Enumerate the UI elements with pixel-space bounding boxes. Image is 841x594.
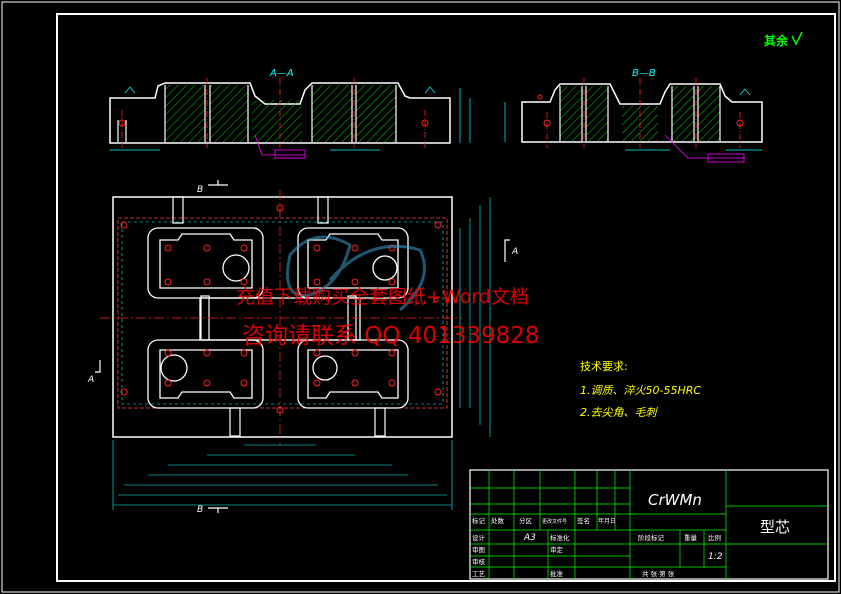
section-a-a: A—A <box>109 68 471 159</box>
label-review: 审定 <box>550 545 564 554</box>
watermark: 充值下载购买全套图纸+Word文档 咨询请联系 QQ 401339828 <box>236 286 540 349</box>
core-plate-outline <box>112 196 453 438</box>
inner-frame <box>56 13 836 582</box>
hole-markers <box>120 204 442 414</box>
label-drawing-check: 审图 <box>472 545 485 554</box>
section-b-b: B—B <box>504 68 763 163</box>
label-mark: 标记 <box>472 516 486 525</box>
label-standard: 标准化 <box>550 533 570 542</box>
label-sheet: 共 张 第 张 <box>642 569 675 578</box>
cut-a-left: A <box>87 375 94 385</box>
section-aa-label: A—A <box>269 68 294 79</box>
watermark-line-1: 充值下载购买全套图纸+Word文档 <box>236 286 529 308</box>
sheet-size-text: A3 <box>523 533 536 543</box>
tech-title: 技术要求: <box>580 360 628 373</box>
title-block: CrWMn 型芯 1:2 A3 标记 处数 分区 更改文件号 签名 年月日 设计… <box>469 469 829 580</box>
core-plate-hidden-line <box>121 221 444 405</box>
label-approve: 批准 <box>550 569 564 578</box>
cut-b-top: B <box>197 185 203 195</box>
dimension-lines <box>112 197 491 510</box>
section-aa-hatch-2 <box>210 85 248 142</box>
label-zone: 分区 <box>519 516 533 525</box>
plan-view: B B A A <box>87 180 518 515</box>
section-bb-hatch-4 <box>698 86 720 141</box>
scale-text: 1:2 <box>708 552 723 562</box>
section-aa-hatch-5 <box>356 85 396 142</box>
label-stage-mark: 阶段标记 <box>638 533 665 542</box>
watermark-line-2: 咨询请联系 QQ 401339828 <box>242 323 540 349</box>
material-text: CrWMn <box>648 491 702 509</box>
cut-a-right: A <box>511 247 518 257</box>
label-count: 处数 <box>491 516 505 525</box>
section-bb-hatch-3 <box>672 86 694 141</box>
label-date: 年月日 <box>598 517 616 525</box>
section-bb-hatch-1 <box>560 86 582 141</box>
core-plate-inner-line <box>117 217 448 409</box>
label-ratio: 比例 <box>708 533 721 542</box>
section-bb-outline <box>521 83 763 143</box>
section-aa-hatch-4 <box>312 85 352 142</box>
label-doc-no: 更改文件号 <box>542 518 567 525</box>
label-design: 设计 <box>472 533 486 542</box>
background-logo-icon <box>286 235 426 312</box>
part-name-text: 型芯 <box>760 518 790 536</box>
tech-item-2: 2.去尖角、毛刺 <box>580 406 658 419</box>
section-bb-label: B—B <box>632 68 656 79</box>
cut-b-bottom: B <box>197 505 203 515</box>
section-aa-hatch-1 <box>165 85 205 142</box>
label-weight: 重量 <box>684 534 698 542</box>
label-craft: 工艺 <box>472 570 486 578</box>
label-process-check: 审核 <box>472 557 486 566</box>
technical-requirements: 技术要求: 1.调质、淬火50-55HRC 2.去尖角、毛刺 <box>580 360 701 419</box>
section-aa-outline <box>109 82 451 144</box>
surface-finish-note: 其余 <box>764 31 803 48</box>
section-aa-hatch-3 <box>252 100 302 142</box>
finish-note-text: 其余 <box>764 33 789 48</box>
section-bb-hatch-2 <box>586 86 608 141</box>
label-sign: 签名 <box>577 516 590 525</box>
roughness-symbol-icon <box>791 31 803 46</box>
tech-item-1: 1.调质、淬火50-55HRC <box>580 384 701 397</box>
